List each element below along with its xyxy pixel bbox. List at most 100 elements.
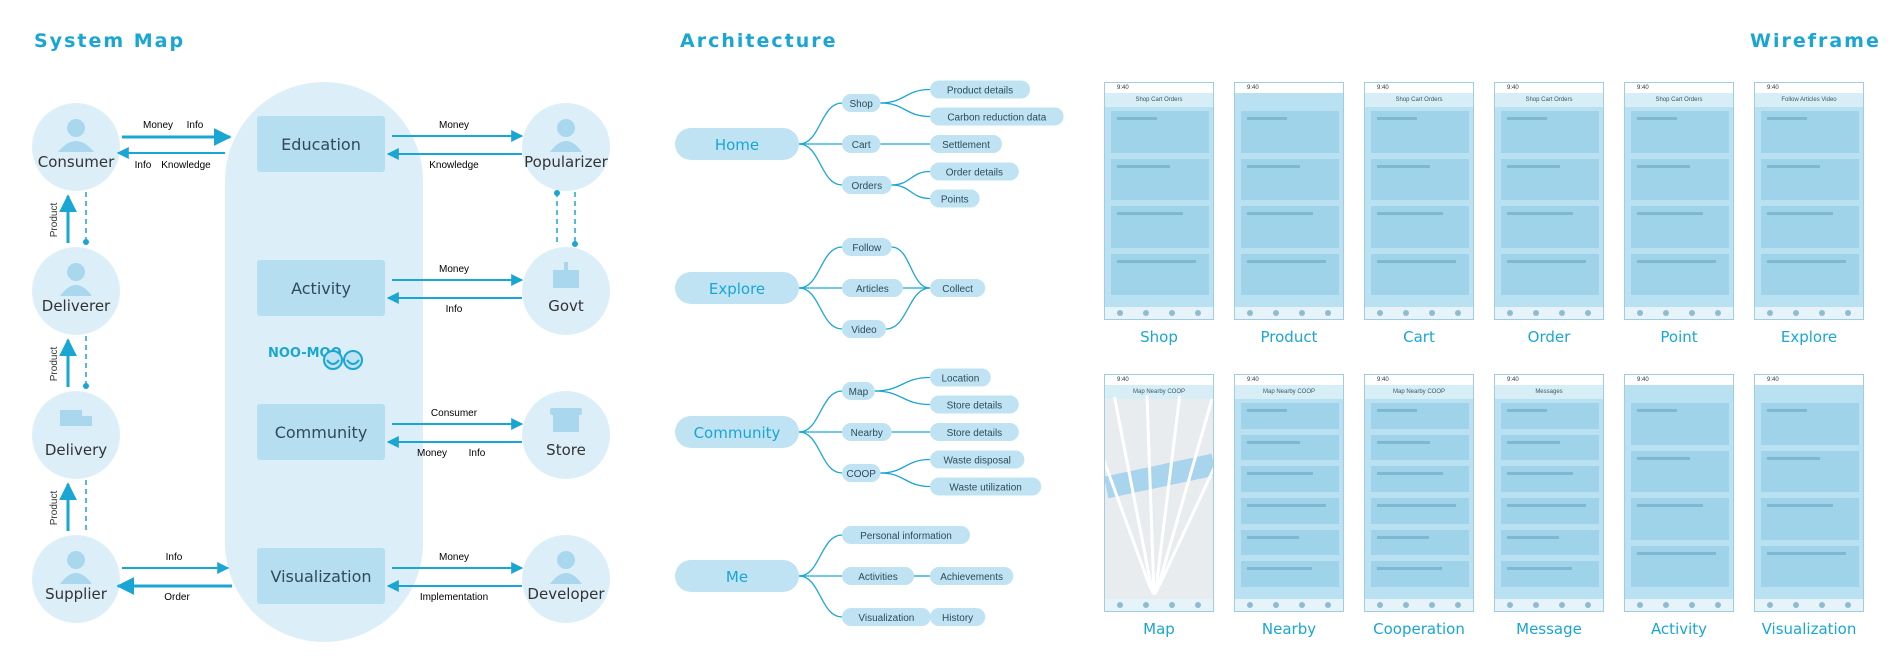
arch-leaf <box>930 162 1019 181</box>
wireframe-nav: Map Nearby COOP <box>1105 385 1213 399</box>
arch-node <box>842 382 875 400</box>
wireframe-caption: Map <box>1143 620 1175 638</box>
status-bar: 9:40 <box>1495 83 1603 93</box>
status-bar: 9:40 <box>1755 375 1863 385</box>
arch-node <box>842 94 881 112</box>
svg-text:Money: Money <box>439 120 469 131</box>
svg-text:Money: Money <box>417 448 447 459</box>
arch-node-label: Visualization <box>858 613 914 624</box>
actor-consumer: Consumer <box>32 103 120 191</box>
arch-leaf-label: Waste disposal <box>943 456 1010 467</box>
svg-text:Money: Money <box>143 120 173 131</box>
arch-leaf-label: Carbon reduction data <box>947 113 1046 124</box>
wireframe-caption: Point <box>1660 328 1698 346</box>
arch-leaf-label: History <box>942 613 973 624</box>
arch-node-label: Video <box>851 325 877 336</box>
svg-text:Activity: Activity <box>291 279 351 298</box>
center-box-community: Community <box>257 404 385 460</box>
arch-leaf <box>930 608 986 626</box>
arch-node-label: Map <box>849 387 869 398</box>
wireframe-nav: Shop Cart Orders <box>1625 93 1733 107</box>
vlabel-product-1: Product <box>49 203 60 238</box>
arch-node <box>842 608 931 626</box>
status-bar: 9:40 <box>1625 375 1733 385</box>
svg-text:Visualization: Visualization <box>270 567 371 586</box>
actor-popularizer: Popularizer <box>522 103 610 191</box>
vlabel-product-3: Product <box>49 491 60 526</box>
arch-leaf <box>930 80 1030 99</box>
wireframe-nav: Shop Cart Orders <box>1105 93 1213 107</box>
status-bar: 9:40 <box>1365 375 1473 385</box>
wireframe-caption: Product <box>1260 328 1318 346</box>
wireframe-nav: Map Nearby COOP <box>1235 385 1343 399</box>
svg-text:Supplier: Supplier <box>45 585 108 603</box>
arch-leaf-label: Product details <box>947 86 1013 97</box>
svg-text:Info: Info <box>446 304 463 315</box>
arch-node-label: Follow <box>852 243 882 254</box>
arch-node <box>842 135 881 153</box>
arch-leaf-label: Waste utilization <box>949 483 1021 494</box>
svg-text:Implementation: Implementation <box>420 592 488 603</box>
svg-text:Developer: Developer <box>527 585 605 603</box>
arch-node-label: Orders <box>852 181 883 192</box>
arch-root-label: Me <box>726 568 748 586</box>
arch-leaf <box>930 189 980 208</box>
wireframe-nav: Shop Cart Orders <box>1495 93 1603 107</box>
svg-text:Store: Store <box>546 441 586 459</box>
wireframe-caption: Visualization <box>1761 620 1857 638</box>
svg-text:Info: Info <box>135 160 152 171</box>
svg-text:Consumer: Consumer <box>38 153 115 171</box>
arch-leaf <box>930 395 1019 414</box>
arch-leaf <box>930 107 1064 126</box>
arch-leaf-label: Collect <box>942 284 973 295</box>
center-box-education: Education <box>257 116 385 172</box>
arch-node-label: Shop <box>850 99 874 110</box>
status-bar: 9:40 <box>1235 375 1343 385</box>
svg-text:Money: Money <box>439 264 469 275</box>
svg-text:Consumer: Consumer <box>431 408 478 419</box>
svg-text:Order: Order <box>164 592 190 603</box>
arch-node <box>842 238 892 256</box>
svg-text:Education: Education <box>281 135 361 154</box>
arch-node <box>842 279 903 297</box>
arch-node-label: COOP <box>846 469 876 480</box>
svg-text:Popularizer: Popularizer <box>524 153 609 171</box>
arch-leaf <box>930 423 1019 441</box>
actor-delivery: Delivery <box>32 391 120 479</box>
status-bar: 9:40 <box>1755 83 1863 93</box>
arch-root-home <box>675 128 799 160</box>
actor-govt: Govt <box>522 247 610 335</box>
svg-text:NOO-MOO: NOO-MOO <box>268 346 342 361</box>
svg-text:Info: Info <box>166 552 183 563</box>
actor-store: Store <box>522 391 610 479</box>
arch-leaf-label: Achievements <box>940 572 1003 583</box>
svg-text:Govt: Govt <box>548 297 584 315</box>
wireframe-caption: Cooperation <box>1373 620 1465 638</box>
wireframe-nav: Shop Cart Orders <box>1365 93 1473 107</box>
arch-node <box>842 464 881 482</box>
system-map-title: System Map <box>34 30 186 52</box>
vlabel-product-2: Product <box>49 347 60 382</box>
center-box-activity: Activity <box>257 260 385 316</box>
arch-leaf-label: Store details <box>947 428 1003 439</box>
arch-leaf <box>930 567 1014 585</box>
status-bar: 9:40 <box>1625 83 1733 93</box>
status-bar: 9:40 <box>1495 375 1603 385</box>
wireframe-nav: Follow Articles Video <box>1755 93 1863 107</box>
status-bar: 9:40 <box>1105 83 1213 93</box>
wireframe-caption: Activity <box>1650 620 1708 638</box>
status-bar: 9:40 <box>1365 83 1473 93</box>
wireframe-caption: Shop <box>1140 328 1178 346</box>
arch-leaf <box>930 279 986 297</box>
arch-node <box>842 423 892 441</box>
svg-text:Community: Community <box>275 423 368 442</box>
actor-supplier: Supplier <box>32 535 120 623</box>
arch-root-community <box>675 416 799 448</box>
